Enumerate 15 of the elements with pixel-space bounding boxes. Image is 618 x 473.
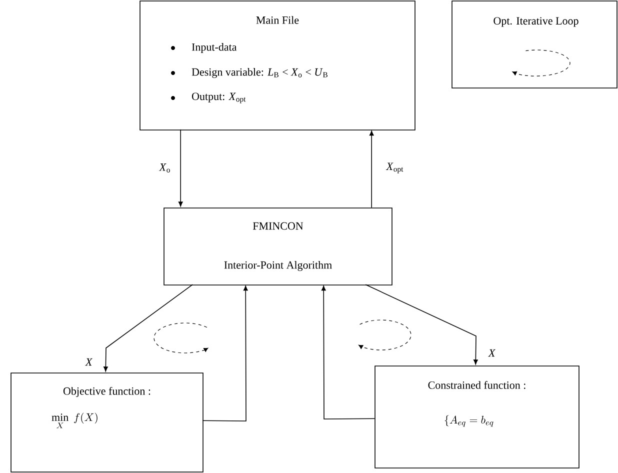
arrow [365,284,478,364]
arrow [321,286,375,420]
process-box: FMINCON Interior-Point Algorithm [164,208,392,286]
arrow [369,130,374,208]
arrow [178,129,183,206]
arrow [104,284,193,372]
edge-label: X [85,358,93,366]
process-box: Constrained function : $\{A_{eq} = b_{eq}$ [374,366,580,468]
edge-label: X [488,349,496,357]
edge-label: X$_{o}$ [158,164,170,172]
process-box: Objective function : $\min_{X} \; f(X)$ [10,372,204,472]
legend-text: Opt. Iterative Loop [494,17,578,27]
process-box: Main File Input-data Design variable: L$_{B}$ < X$_{o}$ < U$_{B}$ Output: X$_{opt}$ [140,0,416,130]
edge-label: X$_{opt}$ [386,162,404,174]
arrow [202,286,248,422]
